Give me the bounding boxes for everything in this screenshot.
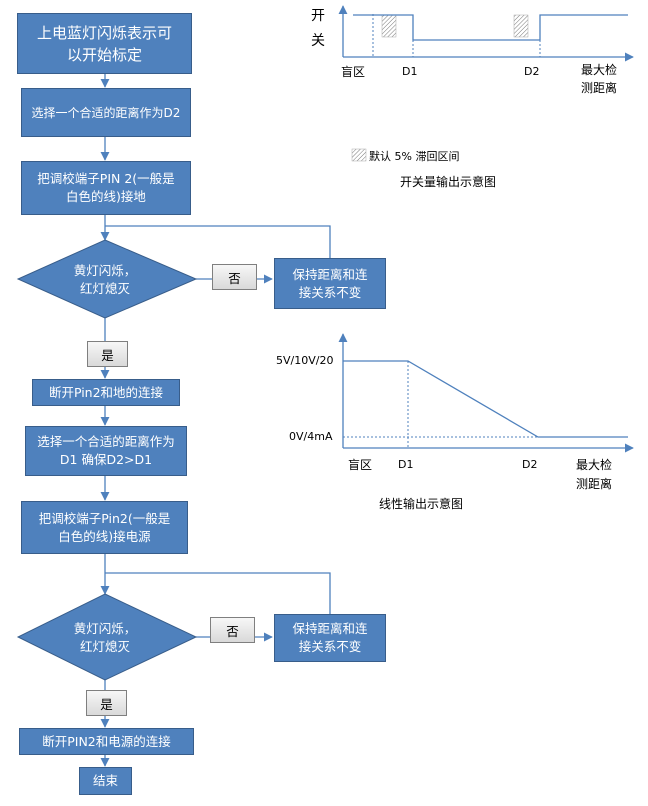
start-box: 上电蓝灯闪烁表示可 以开始标定 <box>17 13 192 74</box>
keep-state-box-2: 保持距离和连 接关系不变 <box>274 614 386 662</box>
decision-1-text: 黄灯闪烁， 红灯熄灭 <box>73 263 137 296</box>
switch-x-label-blind: 盲区 <box>341 65 366 79</box>
switch-x-label-d1: D1 <box>402 65 418 78</box>
pin2-ground-box: 把调校端子PIN 2(一般是 白色的线)接地 <box>21 161 191 215</box>
switch-y-label-off: 关 <box>311 33 325 49</box>
select-d2-box: 选择一个合适的距离作为D2 <box>21 88 191 137</box>
disconnect-ground-box: 断开Pin2和地的连接 <box>32 379 180 406</box>
yes-button-2[interactable]: 是 <box>86 690 127 716</box>
hysteresis-legend-text: 默认 5% 滞回区间 <box>369 150 460 163</box>
linear-x-label-max-2: 测距离 <box>576 477 613 491</box>
no-button-2[interactable]: 否 <box>210 617 255 643</box>
decision-diamond-1 <box>16 239 198 319</box>
switch-x-label-max-1: 最大检 <box>581 63 618 77</box>
disconnect-power-box: 断开PIN2和电源的连接 <box>19 728 194 755</box>
decision-diamond-2 <box>16 593 198 681</box>
linear-chart <box>338 333 634 453</box>
switch-chart-caption: 开关量输出示意图 <box>400 175 497 189</box>
end-box: 结束 <box>79 767 132 795</box>
select-d1-box: 选择一个合适的距离作为 D1 确保D2>D1 <box>25 426 187 476</box>
keep-state-box-1: 保持距离和连 接关系不变 <box>274 258 386 309</box>
switch-y-label-on: 开 <box>311 8 325 24</box>
switch-x-label-max-2: 测距离 <box>581 81 618 95</box>
linear-x-label-d2: D2 <box>522 458 538 471</box>
linear-x-label-max-1: 最大检 <box>576 458 613 472</box>
linear-x-label-blind: 盲区 <box>348 458 373 472</box>
switch-chart <box>338 5 634 162</box>
linear-x-label-d1: D1 <box>398 458 414 471</box>
switch-x-label-d2: D2 <box>524 65 540 78</box>
linear-y-top-label: 5V/10V/20 <box>276 354 334 367</box>
pin2-power-box: 把调校端子Pin2(一般是 白色的线)接电源 <box>21 501 188 554</box>
yes-button-1[interactable]: 是 <box>87 341 128 367</box>
no-button-1[interactable]: 否 <box>212 264 257 290</box>
decision-2-text: 黄灯闪烁， 红灯熄灭 <box>73 621 137 654</box>
linear-y-bottom-label: 0V/4mA <box>289 430 333 443</box>
linear-chart-caption: 线性输出示意图 <box>379 497 464 511</box>
